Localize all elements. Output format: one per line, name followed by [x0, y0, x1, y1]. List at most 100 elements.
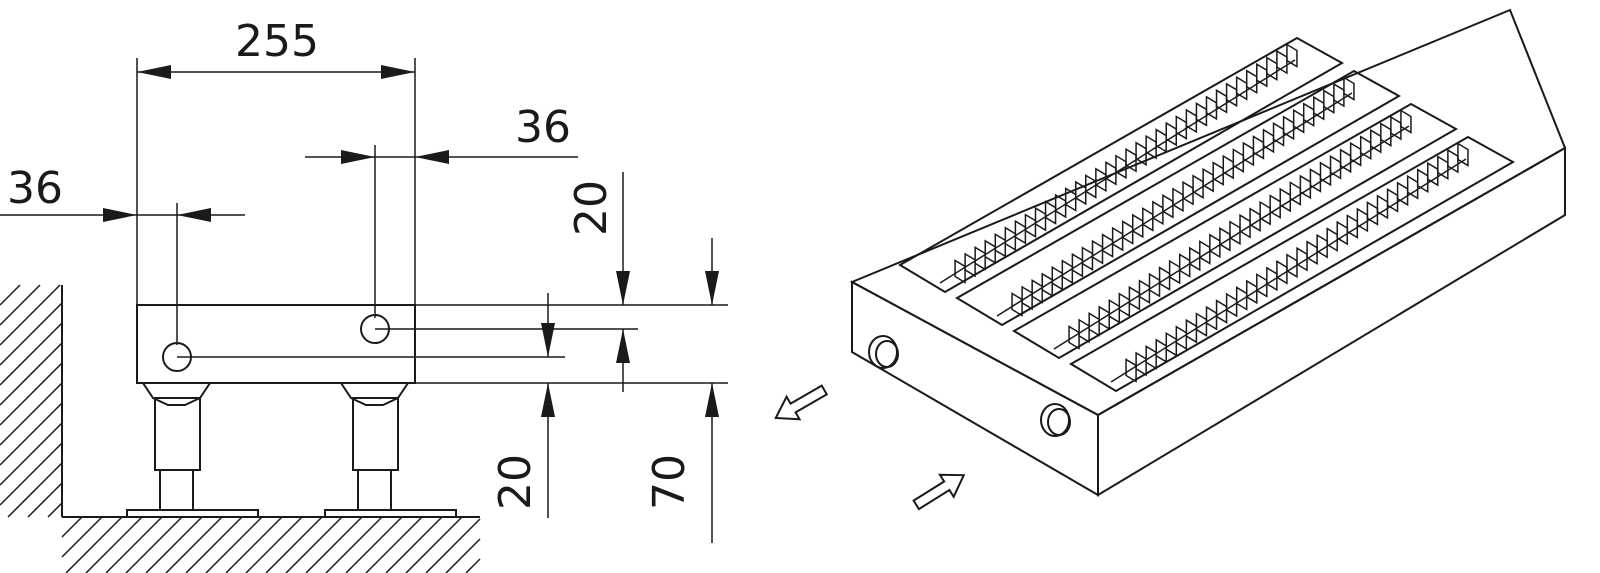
fin [1071, 252, 1084, 278]
hatch-line [365, 516, 423, 573]
fin [1215, 89, 1228, 114]
fin [964, 252, 976, 278]
hatch-line [465, 558, 481, 573]
fin [1219, 226, 1231, 252]
fin [1249, 207, 1261, 233]
fin [1175, 325, 1188, 351]
hatch-line [265, 516, 323, 573]
fin [1125, 147, 1137, 173]
fin [1256, 62, 1268, 88]
fin [1222, 154, 1235, 180]
fin [1266, 56, 1278, 81]
fin [1313, 95, 1325, 121]
fin [1095, 167, 1107, 193]
fin [1286, 43, 1298, 68]
fin [1380, 122, 1392, 147]
fin [1349, 141, 1362, 167]
fin [1215, 299, 1228, 324]
fin [1192, 174, 1204, 200]
fin [1195, 312, 1208, 337]
fin [1145, 345, 1157, 370]
hatch-line [0, 442, 63, 506]
fin [1014, 219, 1027, 245]
fin [1359, 135, 1372, 161]
fin [1105, 160, 1117, 186]
fin [1182, 180, 1194, 206]
flow-in-arrow-icon [912, 473, 966, 511]
fin [1225, 292, 1238, 318]
fin [1292, 108, 1305, 134]
dimension-label: 20 [566, 180, 617, 236]
hatch-line [0, 284, 21, 306]
fin [1279, 187, 1292, 213]
fin [1370, 128, 1382, 154]
fin [1148, 272, 1161, 298]
fin [954, 259, 966, 284]
fin [1135, 351, 1147, 377]
dimension-width: 255 [136, 16, 416, 305]
fin [1386, 188, 1399, 213]
fin [1356, 207, 1369, 233]
fin [1306, 240, 1318, 266]
fin [1078, 318, 1090, 344]
fin [1319, 161, 1332, 187]
fin [1195, 102, 1208, 127]
fin [1316, 233, 1328, 259]
fin [1188, 246, 1201, 272]
fin [1296, 246, 1308, 272]
fin [1205, 305, 1218, 331]
fin [1172, 187, 1184, 213]
fin [1262, 128, 1275, 154]
fin [1333, 82, 1345, 108]
fin [1125, 358, 1137, 383]
radiator-body [136, 304, 416, 384]
pipe-connection-inlet [1040, 403, 1071, 437]
fin [1175, 115, 1188, 140]
fin [1376, 194, 1389, 220]
slot [1012, 102, 1459, 360]
fin [1286, 253, 1298, 279]
fin [1299, 174, 1312, 200]
hatch-line [245, 516, 303, 573]
fin [1245, 279, 1258, 305]
fin [1041, 272, 1053, 298]
fin [1212, 161, 1224, 186]
fin [1158, 266, 1171, 291]
fin [1152, 200, 1164, 226]
fin [1162, 193, 1174, 219]
dimension-right-offset: 36 [305, 102, 578, 318]
fin [1289, 181, 1302, 206]
hatch-line [225, 516, 283, 573]
fin [1061, 259, 1074, 285]
dimension-left-offset: 36 [0, 163, 245, 345]
fin [1427, 161, 1439, 187]
fin [1131, 213, 1144, 239]
hatch-line [185, 516, 243, 573]
fin [1235, 286, 1248, 311]
dimension-label: 255 [235, 16, 319, 67]
dimension-label: 36 [7, 163, 63, 214]
slot [955, 69, 1402, 327]
fin [1269, 194, 1281, 219]
fin [1098, 305, 1110, 331]
fin [1199, 240, 1211, 265]
fin [1118, 292, 1131, 318]
hatch-line [0, 302, 63, 366]
fin [1406, 174, 1419, 200]
fin [1108, 298, 1121, 324]
fin [1256, 273, 1268, 298]
fin [1145, 134, 1157, 160]
fin [1457, 142, 1469, 167]
fin [1074, 180, 1087, 206]
hatch-line [0, 402, 63, 466]
fin [1142, 207, 1154, 232]
fin [1235, 75, 1248, 101]
fin [1343, 76, 1355, 101]
fin [1088, 312, 1100, 337]
fin [1121, 220, 1134, 245]
hatch-line [125, 516, 183, 573]
convector-slots [898, 36, 1516, 393]
fin [1252, 135, 1265, 160]
fin [1085, 174, 1097, 199]
isometric-view [774, 8, 1567, 511]
